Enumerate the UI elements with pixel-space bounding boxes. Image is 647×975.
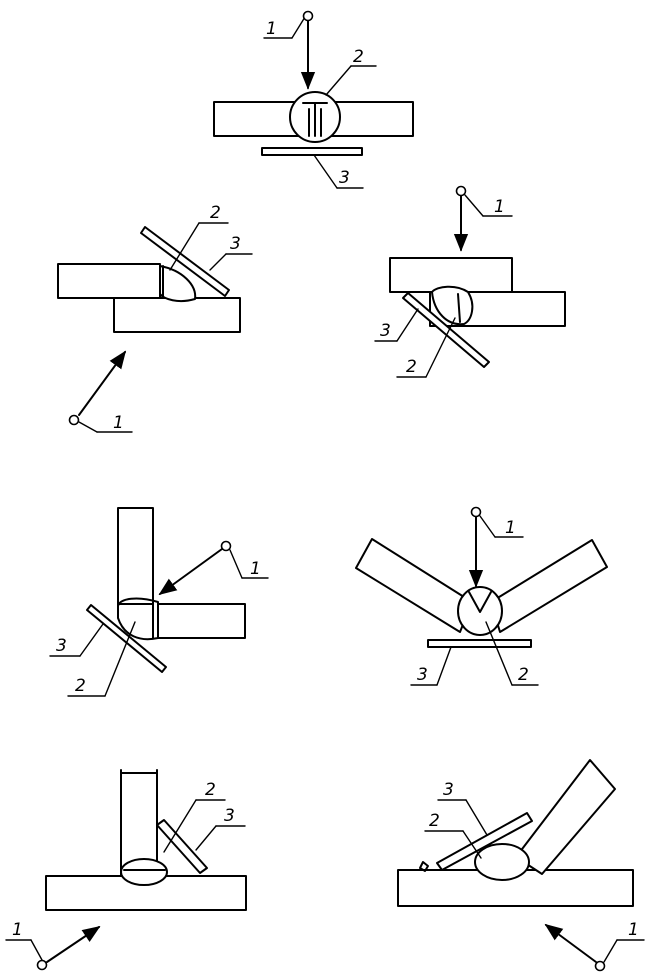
label-1: 1 bbox=[494, 197, 505, 217]
corner-joint-figure: 1 3 2 bbox=[49, 507, 269, 697]
right-plate bbox=[490, 539, 608, 633]
torch-pivot-icon bbox=[594, 960, 606, 972]
backing-strip bbox=[261, 147, 363, 156]
backing-strip bbox=[86, 604, 167, 673]
label-1: 1 bbox=[266, 19, 277, 39]
weld-edge bbox=[457, 293, 461, 323]
leader-3-slant bbox=[79, 623, 104, 657]
torch-pivot-icon bbox=[302, 10, 314, 22]
torch-pivot-icon bbox=[68, 414, 80, 426]
torch-arrow bbox=[78, 350, 127, 416]
leader-2-slant bbox=[425, 317, 456, 378]
leader-2-slant bbox=[485, 621, 513, 686]
torch-pivot-icon bbox=[455, 185, 467, 197]
weld-bead bbox=[159, 265, 197, 303]
label-3: 3 bbox=[443, 780, 454, 800]
upper-plate bbox=[57, 263, 161, 299]
label-3: 3 bbox=[339, 168, 350, 188]
weld-bead bbox=[120, 858, 168, 886]
label-3: 3 bbox=[230, 234, 241, 254]
lap-joint-right-figure: 1 3 2 bbox=[374, 185, 566, 378]
inclined-plate bbox=[515, 759, 616, 875]
label-1: 1 bbox=[505, 518, 516, 538]
weld-root-mark bbox=[468, 591, 492, 613]
leader-1-slant bbox=[479, 515, 496, 538]
backing-strip bbox=[436, 812, 533, 871]
weld-bead bbox=[117, 597, 159, 641]
label-3: 3 bbox=[417, 665, 428, 685]
label-2: 2 bbox=[406, 357, 417, 377]
leader-2-slant bbox=[163, 799, 197, 853]
label-3: 3 bbox=[56, 636, 67, 656]
lower-plate bbox=[113, 297, 241, 333]
torch-pivot-icon bbox=[220, 540, 232, 552]
torch-arrow bbox=[158, 548, 223, 596]
leader-1-slant bbox=[291, 16, 306, 39]
leader-1-slant bbox=[78, 421, 98, 433]
leader-1-slant bbox=[30, 939, 43, 961]
label-1: 1 bbox=[113, 413, 124, 433]
label-2: 2 bbox=[205, 780, 216, 800]
leader-1-slant bbox=[229, 549, 243, 579]
leader-3-slant bbox=[465, 799, 488, 836]
weld-bead bbox=[431, 285, 474, 326]
label-2: 2 bbox=[210, 203, 221, 223]
leader-3-slant bbox=[396, 308, 419, 342]
left-plate bbox=[355, 538, 473, 633]
leader-2-slant bbox=[169, 222, 200, 271]
label-3: 3 bbox=[380, 321, 391, 341]
butt-joint-figure: 1 2 3 bbox=[213, 10, 414, 189]
label-3: 3 bbox=[224, 806, 235, 826]
leader-2-slant bbox=[104, 621, 136, 697]
leader-3-slant bbox=[436, 646, 452, 686]
leader-3-slant bbox=[313, 154, 338, 189]
vertical-plate-break bbox=[120, 769, 158, 774]
backing-strip bbox=[156, 819, 208, 874]
label-2: 2 bbox=[353, 47, 364, 67]
label-1: 1 bbox=[250, 559, 261, 579]
inclined-t-joint-figure: 3 2 1 bbox=[397, 759, 645, 972]
backing-strip bbox=[427, 639, 532, 648]
torch-pivot-icon bbox=[470, 506, 482, 518]
leader-2-slant bbox=[325, 65, 352, 96]
torch-arrow bbox=[46, 925, 101, 963]
backing-strip bbox=[140, 226, 230, 297]
t-joint-figure: 1 2 3 bbox=[5, 769, 247, 971]
label-2: 2 bbox=[75, 676, 86, 696]
weld-root-mark bbox=[302, 102, 328, 137]
tack-mark bbox=[419, 861, 429, 872]
torch-arrow bbox=[544, 923, 597, 963]
backing-strip bbox=[402, 292, 490, 368]
leader-3-slant bbox=[209, 253, 227, 271]
label-2: 2 bbox=[518, 665, 529, 685]
label-1: 1 bbox=[628, 920, 639, 940]
lap-joint-left-figure: 1 2 3 bbox=[57, 203, 253, 433]
leader-2-slant bbox=[462, 830, 482, 859]
weld-edge bbox=[117, 601, 154, 639]
torch-pivot-icon bbox=[36, 959, 48, 971]
label-1: 1 bbox=[12, 920, 23, 940]
leader-3-slant bbox=[195, 825, 217, 851]
label-2: 2 bbox=[429, 811, 440, 831]
leader-1-slant bbox=[603, 939, 618, 963]
v-joint-figure: 1 3 2 bbox=[355, 506, 608, 686]
leader-1-slant bbox=[464, 194, 484, 217]
horizontal-plate bbox=[152, 603, 246, 639]
weld-bead bbox=[474, 843, 530, 881]
vertical-plate bbox=[117, 507, 154, 608]
